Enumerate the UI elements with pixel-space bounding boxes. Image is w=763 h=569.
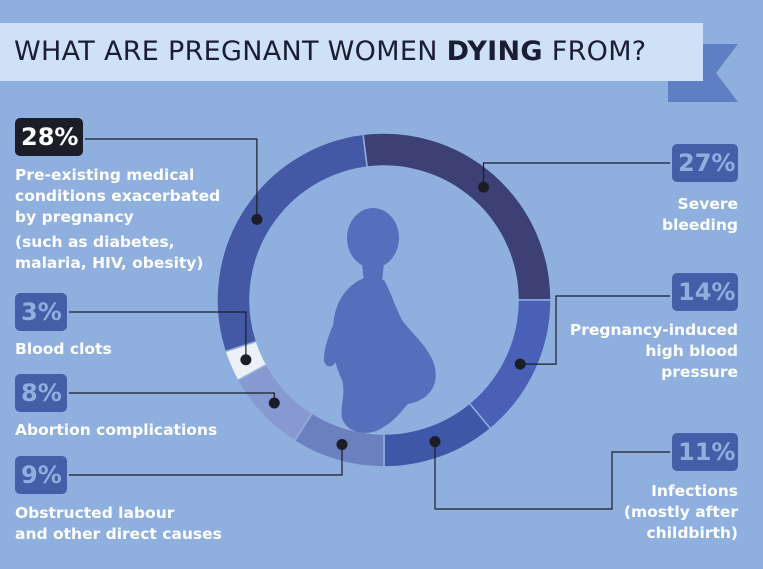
label-infections: Infections (mostly after childbirth) [624, 481, 738, 544]
label-blood-clots: Blood clots [15, 339, 112, 360]
leader-line-blood-clots [69, 311, 247, 360]
label-preexisting: Pre-existing medical conditions exacerba… [15, 165, 220, 274]
title-banner [0, 23, 703, 81]
leader-lines [69, 138, 670, 510]
slice-marker-bleeding [478, 181, 490, 193]
leader-line-preexisting [85, 138, 258, 220]
label-line: Abortion complications [15, 421, 218, 439]
label-line: high blood [645, 342, 738, 360]
leader-line-obstructed-labour [69, 444, 343, 476]
slice-marker-abortion [268, 397, 280, 409]
label-abortion: Abortion complications [15, 420, 217, 441]
percent-badge-bleeding: 27% [672, 144, 738, 182]
slice-marker-blood-clots [240, 354, 252, 366]
label-hypertension: Pregnancy-induced high blood pressure [570, 320, 738, 383]
label-line: (such as diabetes, [15, 233, 175, 251]
slice-markers [240, 181, 526, 451]
label-line: pressure [661, 363, 738, 381]
title-emphasis: DYING [446, 36, 543, 67]
percent-badge-abortion: 8% [15, 374, 67, 412]
label-line: Pregnancy-induced [569, 321, 738, 339]
pregnant-woman-silhouette-icon [323, 208, 436, 433]
leader-line-infections [434, 441, 670, 510]
slice-marker-hypertension [514, 358, 526, 370]
slice-marker-infections [429, 436, 441, 448]
donut-slice-bleeding [362, 132, 552, 301]
slice-marker-obstructed-labour [336, 439, 348, 451]
percent-badge-infections: 11% [672, 433, 738, 471]
percent-badge-hypertension: 14% [672, 273, 738, 311]
label-line: conditions exacerbated [15, 187, 221, 205]
leader-line-abortion [69, 392, 275, 403]
title-suffix: FROM? [542, 36, 647, 67]
label-line: by pregnancy [15, 208, 134, 226]
label-line: Blood clots [15, 340, 112, 358]
label-line: Obstructed labour [15, 504, 175, 522]
label-line: bleeding [662, 216, 738, 234]
page-title: WHAT ARE PREGNANT WOMEN DYING FROM? [14, 36, 646, 67]
percent-badge-obstructed-labour: 9% [15, 456, 67, 494]
label-line: Severe [677, 195, 738, 213]
slice-marker-preexisting [251, 213, 263, 225]
leader-line-hypertension [520, 295, 670, 365]
label-line: Infections [651, 482, 738, 500]
label-line: malaria, HIV, obesity) [15, 254, 204, 272]
title-prefix: WHAT ARE PREGNANT WOMEN [14, 36, 447, 67]
label-obstructed-labour: Obstructed labour and other direct cause… [15, 503, 222, 545]
label-line: Pre-existing medical [15, 166, 195, 184]
percent-badge-blood-clots: 3% [15, 293, 67, 331]
label-bleeding: Severe bleeding [662, 194, 738, 236]
percent-badge-preexisting: 28% [15, 118, 83, 156]
leader-line-bleeding [482, 162, 670, 188]
label-line: (mostly after [623, 503, 738, 521]
label-line: childbirth) [646, 524, 738, 542]
label-line: and other direct causes [15, 525, 222, 543]
